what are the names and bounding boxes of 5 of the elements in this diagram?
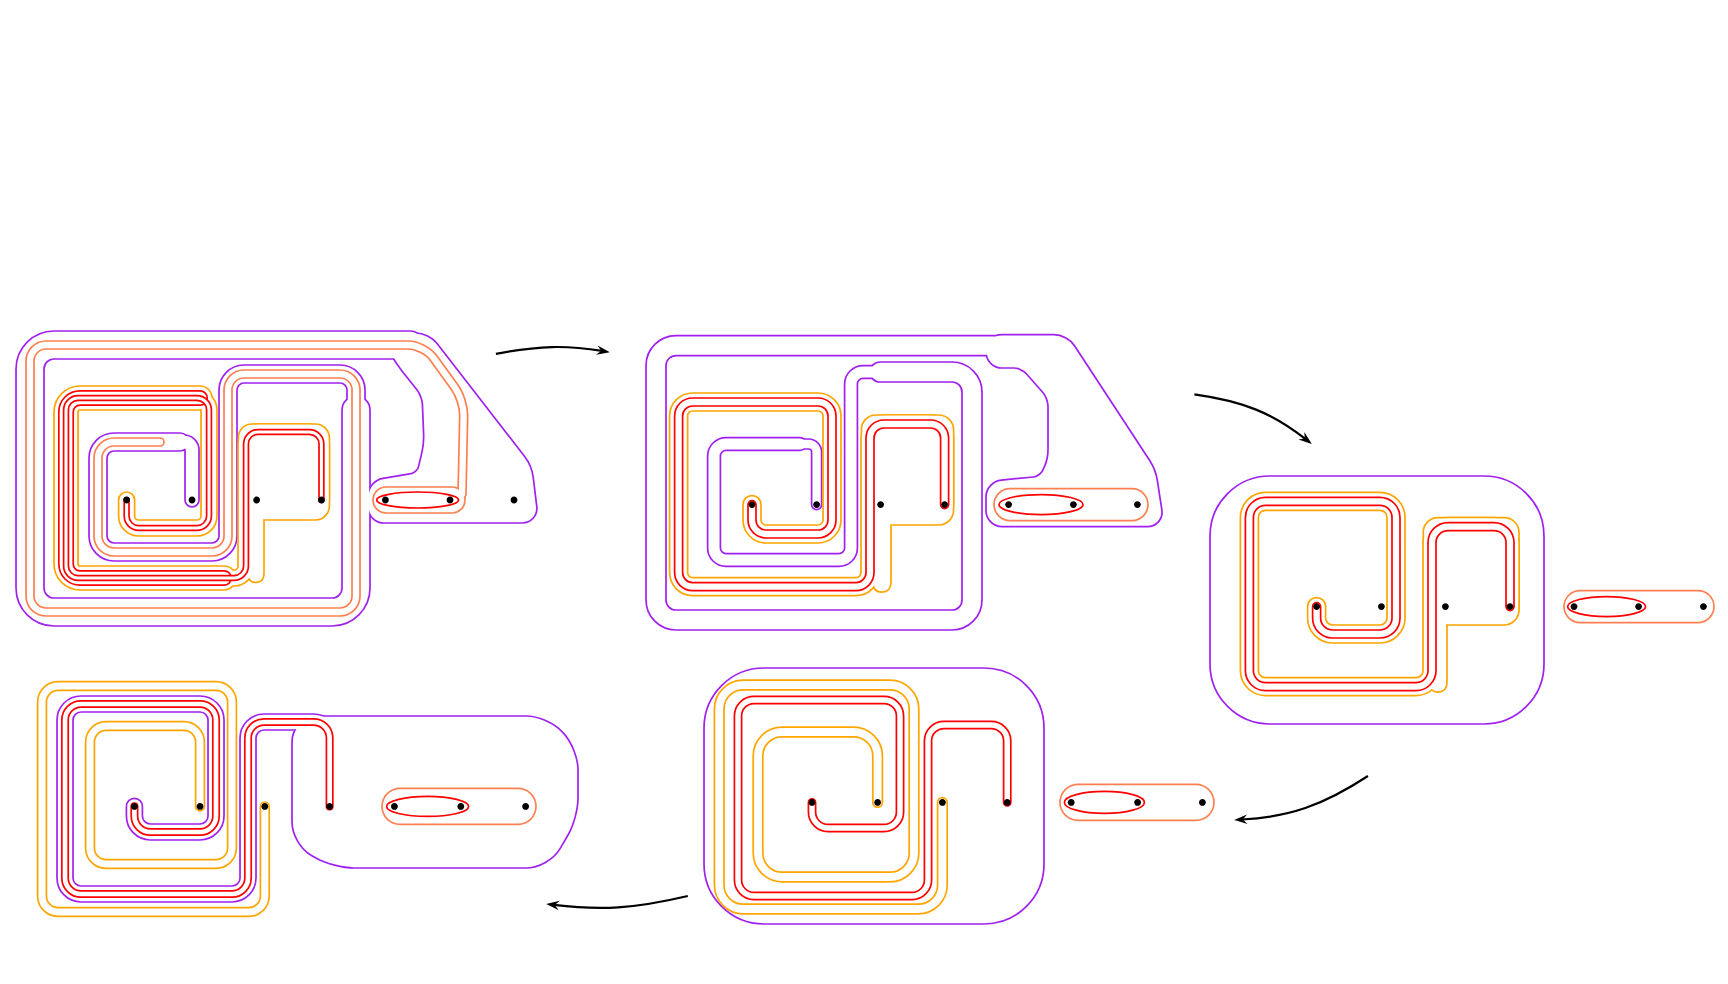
nested-curves-drawing <box>15 330 538 627</box>
nested-curves-drawing <box>36 680 579 918</box>
nested-curves-drawing <box>645 333 1163 631</box>
nested-curves-drawing <box>703 667 1215 925</box>
nested-curves-drawing <box>1209 475 1715 725</box>
